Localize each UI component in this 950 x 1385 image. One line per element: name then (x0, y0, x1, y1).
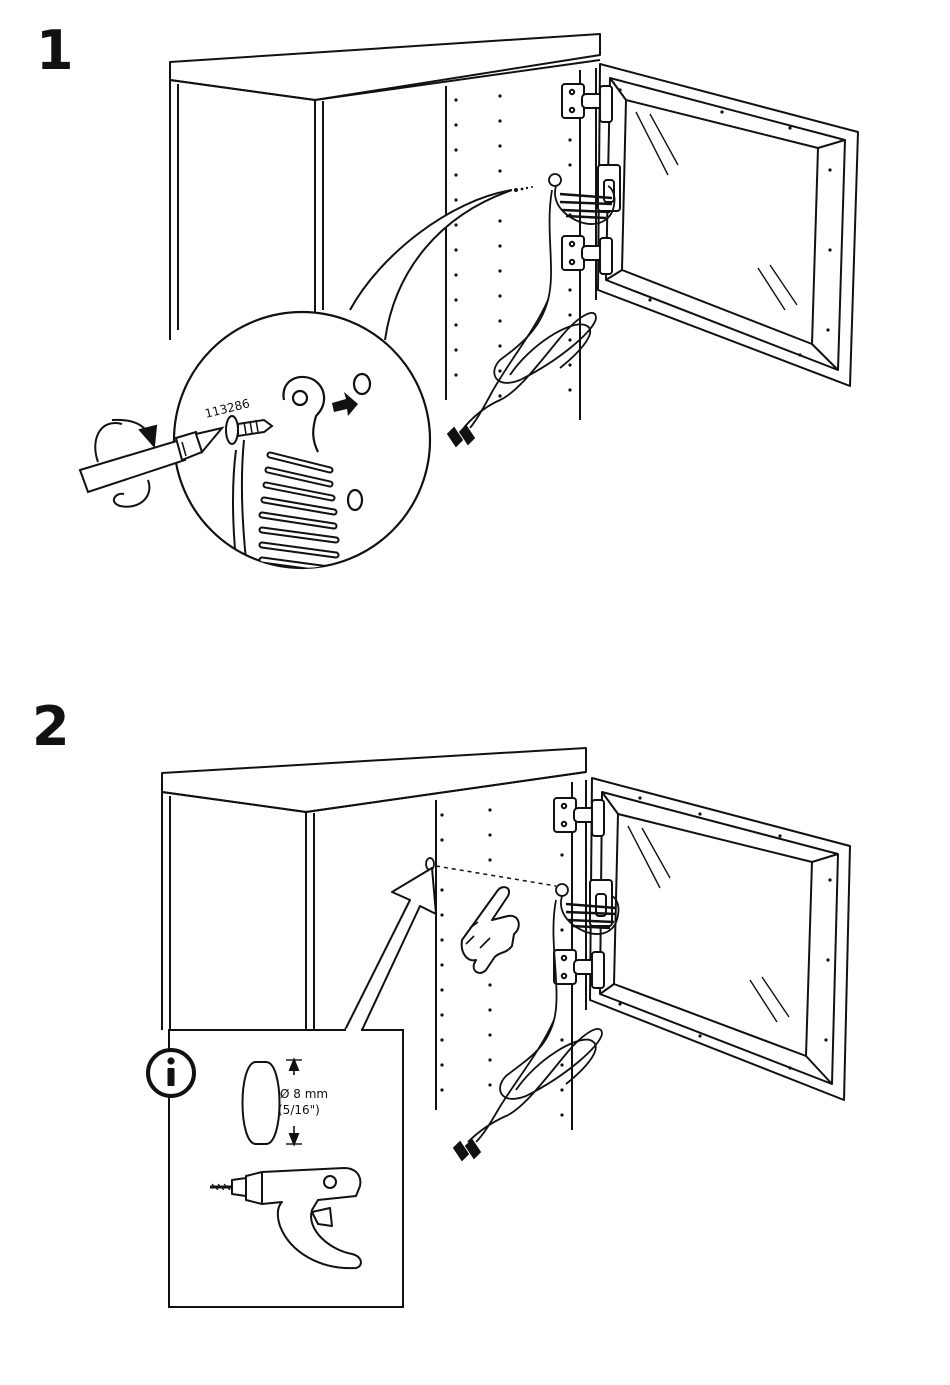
step-1-shelf-holes (454, 88, 571, 397)
step-2-glass-door (590, 778, 850, 1100)
info-icon (148, 1050, 194, 1096)
step-1-glass-door (598, 64, 858, 386)
step-2-hinges (554, 798, 612, 988)
step-1-coiled-cable (448, 174, 615, 446)
step-1-hinges (562, 84, 620, 274)
step-2-drill-diameter-metric: Ø 8 mm (280, 1087, 328, 1101)
step-2-pointing-hand-icon (462, 887, 519, 973)
step-1-magnifier-pointer (350, 190, 512, 340)
step-2-drill-diameter-imperial: (5/16") (278, 1103, 320, 1117)
step-2-info-pointer (345, 868, 436, 1030)
step-1-screw-hole (514, 186, 533, 192)
step-2-shelf-holes (440, 803, 563, 1116)
step-2-alignment-line (436, 866, 556, 886)
step-2-info-panel (169, 1030, 403, 1307)
